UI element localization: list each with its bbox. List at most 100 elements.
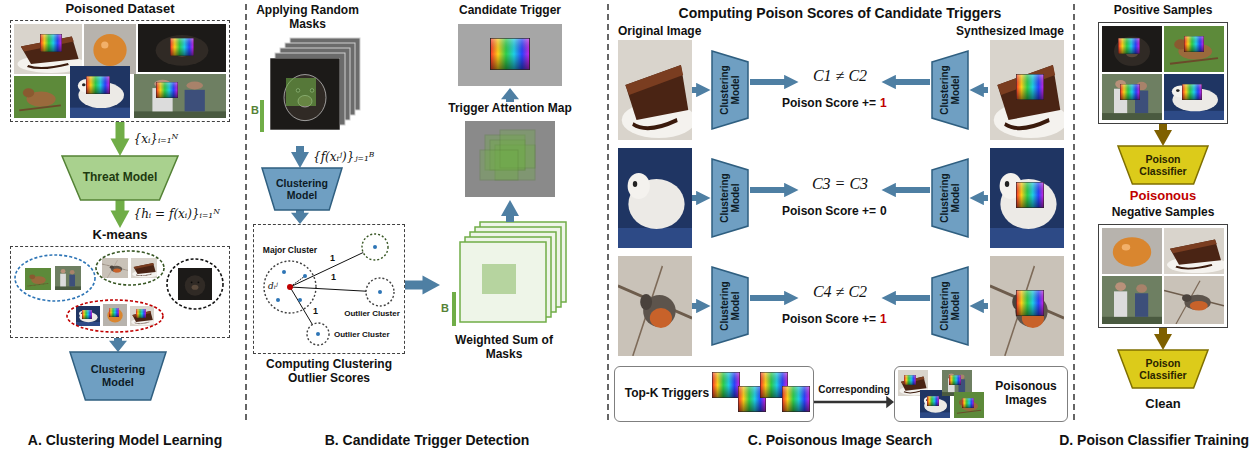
poisoned-dataset-collage-part: [86, 76, 110, 94]
kmeans-clusters-part: [55, 266, 81, 290]
model-label: Clustering Model: [939, 272, 961, 340]
poison-classifier: Poison Classifier: [1118, 146, 1208, 184]
connector-arrow: [405, 276, 440, 295]
classifier-output: Poisonous: [1130, 188, 1196, 204]
score-update: Poison Score +=: [782, 96, 876, 110]
poison-score-rows-part-part: [750, 295, 787, 301]
cluster-outlier-plot-part: [366, 278, 394, 306]
trapezoid-outline: [932, 51, 968, 129]
negative-sample-collage-part: [1102, 228, 1162, 274]
poison-score-rows-part: [990, 40, 1068, 140]
cluster-label: Major Cluster: [263, 245, 317, 255]
distance-value: 1: [331, 272, 336, 283]
poison-score-rows-part: [1016, 182, 1044, 208]
edge-label: {xᵢ}ᵢ₌₁ᴺ: [133, 132, 180, 146]
mask-sum: Weighted Sum of Masks: [440, 222, 568, 372]
edge-label: {f(xᵢʲ)}ⱼ₌₁ᴮ: [312, 150, 375, 164]
positive-sample-collage-part: [1182, 84, 1202, 100]
connector-arrow: [291, 210, 309, 224]
positive-sample-collage-part: [1120, 84, 1140, 100]
panel-title: D. Poison Classifier Training: [1059, 432, 1249, 449]
candidate-trigger-image-part: [458, 24, 562, 86]
model-label: Poison Classifier: [1127, 153, 1200, 177]
arrow-head: [111, 211, 130, 229]
kmeans-clusters-part: [102, 258, 128, 278]
clustering-model: Clustering Model: [70, 352, 166, 400]
positive-sample-collage-part: [1164, 74, 1224, 120]
cluster-outlier-plot-part: [378, 290, 382, 294]
trapezoid-outline: [1118, 350, 1208, 388]
image-box: Poisonous Images: [894, 366, 1068, 422]
negative-sample-collage: [1102, 228, 1227, 324]
cluster-label: Outlier Cluster: [334, 330, 390, 340]
connector-line: [116, 122, 125, 140]
poisoned-dataset-collage-part: [14, 76, 66, 118]
poison-score-rows-part-part: [750, 79, 787, 85]
panel-dividers-part: [245, 4, 247, 424]
trapezoid-outline: [712, 267, 748, 345]
candidate-trigger: Candidate Trigger: [455, 4, 565, 88]
positive-sample-collage: [1102, 26, 1224, 120]
panel-frame: [1098, 224, 1228, 328]
connector-arrow: [1154, 328, 1172, 350]
poison-score-rows: [618, 40, 1068, 356]
arrow-head: [886, 396, 894, 409]
clustering-model: Clustering Model: [262, 168, 342, 210]
poisoned-dataset-collage-part: [170, 38, 194, 56]
weighted-mask-stack-part: [482, 264, 516, 294]
poison-score-rows-part-part: [981, 195, 988, 201]
arrow-head: [1154, 130, 1172, 146]
panel-heading: Negative Samples: [1098, 206, 1228, 220]
poisonous-image-thumbs-part: [962, 398, 974, 408]
arrow-head: [291, 152, 309, 168]
panel-title: B. Candidate Trigger Detection: [325, 432, 530, 449]
attention-map-image-part: [465, 121, 555, 197]
poison-score-rows-part: [990, 256, 1064, 356]
trapezoid-outline: [70, 352, 166, 400]
clustering-model: Clustering Model: [712, 159, 748, 237]
attention-map-image: [465, 121, 555, 197]
candidate-trigger-image: [458, 24, 562, 86]
arrow-head: [111, 139, 130, 157]
top-k-trigger-images-part: [782, 386, 810, 412]
model-label: Clustering Model: [719, 56, 741, 124]
clustering-model: Clustering Model: [932, 267, 968, 345]
column-heading: Synthesized Image: [956, 24, 1064, 38]
random-mask-stack-part: [260, 100, 264, 132]
score-update: Poison Score +=: [782, 312, 876, 326]
kmeans-clusters-part: [109, 308, 119, 317]
score-increment: 0: [880, 204, 887, 218]
weighted-mask-stack-part: [452, 292, 456, 326]
cluster-outlier-plot-part: [290, 253, 363, 288]
kmeans-clusters-part: [67, 300, 163, 332]
kmeans-clusters-part: [25, 268, 51, 290]
connector-line: [1159, 124, 1167, 131]
poisoned-dataset-collage-part: [40, 34, 62, 52]
arrow-head: [501, 88, 519, 99]
cluster-comparison: C4 ≠ C2: [813, 282, 867, 301]
model-label: Threat Model: [73, 171, 167, 185]
negative-sample-collage-part: [1102, 276, 1162, 324]
trapezoid-outline: [932, 159, 968, 237]
cluster-outlier-plot-part: [290, 287, 366, 291]
connector-line: [296, 146, 304, 153]
connector-arrow: [111, 122, 130, 156]
batch-size-mark: B: [251, 104, 259, 117]
model-label: Clustering Model: [719, 164, 741, 232]
connector-line: [405, 281, 424, 290]
distance-value: 1: [313, 306, 318, 317]
cluster-outlier-plot-part: [290, 287, 312, 325]
panel-frame: [10, 246, 230, 338]
edge-label: {hᵢ = f(xᵢ)}ᵢ₌₁ᴺ: [133, 207, 221, 221]
kmeans-panel: K-means: [10, 228, 230, 338]
clustering-model: Clustering Model: [712, 267, 748, 345]
clustering-model: Clustering Model: [712, 51, 748, 129]
poison-score-rows-part: [990, 148, 1064, 248]
poisoned-dataset-collage: [14, 24, 226, 118]
random-mask-stack-part: [270, 58, 340, 130]
dataset-panel: Poisoned Dataset: [10, 2, 230, 122]
distance-value: 1: [330, 253, 335, 264]
model-label: Clustering Model: [79, 363, 157, 388]
panel-dividers-part: [1073, 4, 1075, 424]
panel-heading: Applying Random Masks: [250, 4, 365, 32]
